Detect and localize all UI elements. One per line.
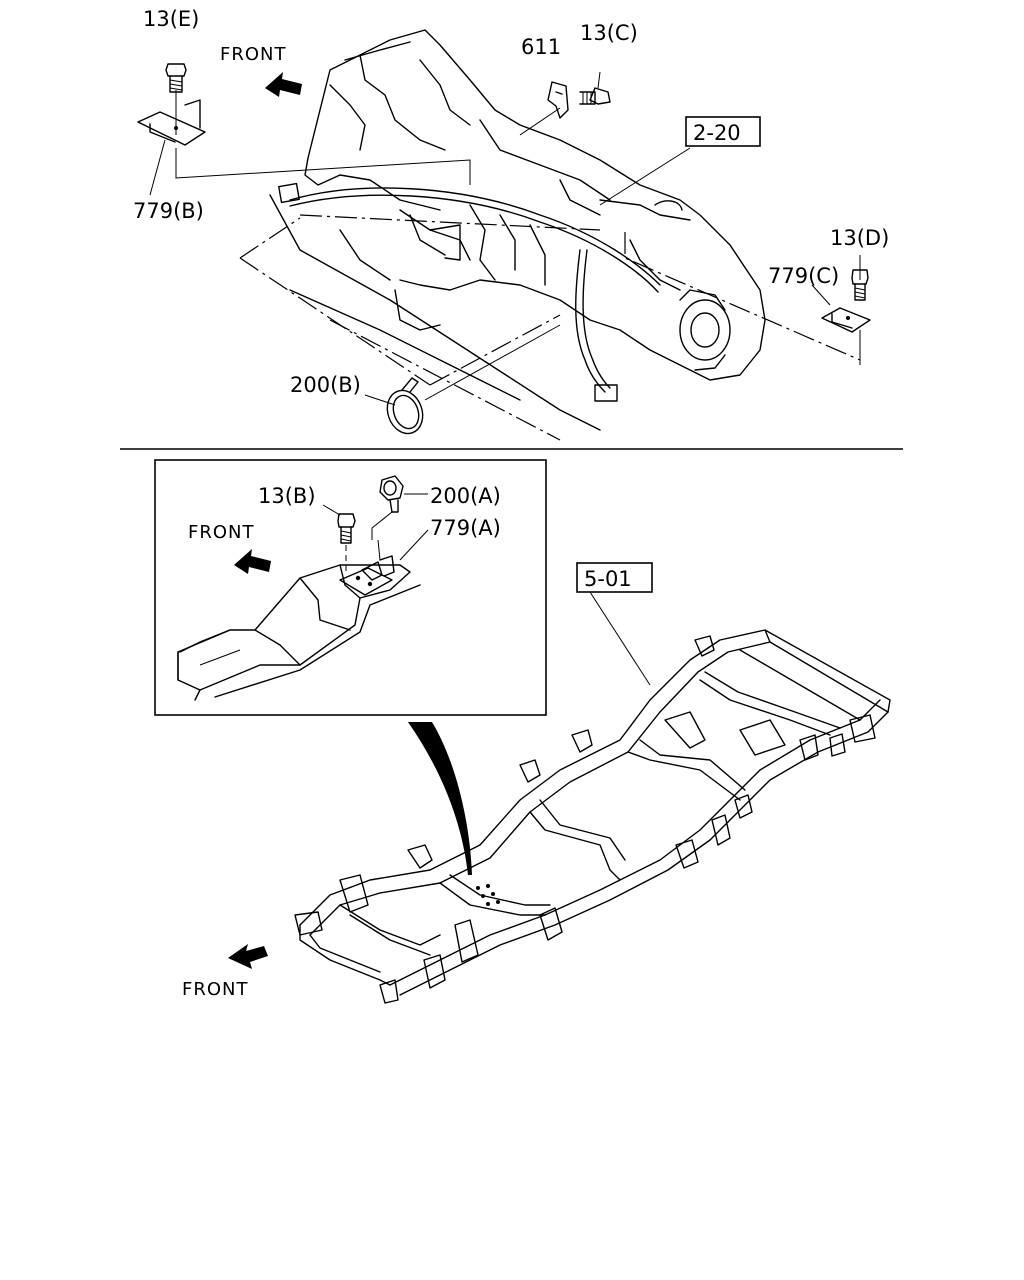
ref-box-2-20 (685, 116, 761, 147)
bolt-13b-icon (337, 513, 356, 572)
bolt-13d-icon (851, 269, 869, 301)
front-label-inset: FRONT (188, 522, 255, 543)
front-label-top: FRONT (220, 44, 287, 65)
bracket-779c-icon (821, 307, 871, 333)
callout-bracket-779a: 779(A) (430, 516, 501, 540)
callout-bolt-13b: 13(B) (258, 484, 316, 508)
bracket-779b-icon (137, 99, 206, 146)
front-arrow-bottom: FRONT (182, 944, 268, 1000)
detail-pointer (408, 722, 472, 875)
bracket-779a-icon (361, 539, 395, 581)
inset-rail (177, 564, 421, 701)
bolt-13e-icon (165, 63, 187, 93)
wire-harness (278, 182, 661, 402)
hose-clamp-200b-icon (386, 377, 424, 435)
bolt-13c-icon (579, 71, 611, 105)
chassis-frame (294, 629, 891, 1004)
callout-bolt-13e: 13(E) (143, 7, 199, 31)
ref-box-5-01 (576, 562, 653, 593)
callout-bracket-779b: 779(B) (133, 199, 204, 223)
ref-label-2-20: 2-20 (693, 121, 741, 145)
front-arrow-top: FRONT (220, 44, 302, 97)
callout-clamp-200a: 200(A) (430, 484, 501, 508)
transmission-body (304, 29, 766, 381)
callout-clamp-200b: 200(B) (290, 373, 361, 397)
callout-bolt-13c: 13(C) (580, 21, 638, 45)
ref-label-5-01: 5-01 (584, 567, 632, 591)
callout-bracket-779c: 779(C) (768, 264, 839, 288)
inset-frame (154, 459, 547, 716)
clip-611-icon (547, 81, 569, 119)
hose-clamp-200a-icon (371, 475, 404, 540)
callout-clip-611: 611 (521, 35, 561, 59)
detail-inset: FRONT 13(B) 200(A) 779(A) (154, 459, 547, 716)
transmission-section: FRONT (133, 7, 889, 441)
front-arrow-inset: FRONT (188, 522, 271, 574)
callout-bolt-13d: 13(D) (830, 226, 889, 250)
front-label-bottom: FRONT (182, 979, 249, 1000)
